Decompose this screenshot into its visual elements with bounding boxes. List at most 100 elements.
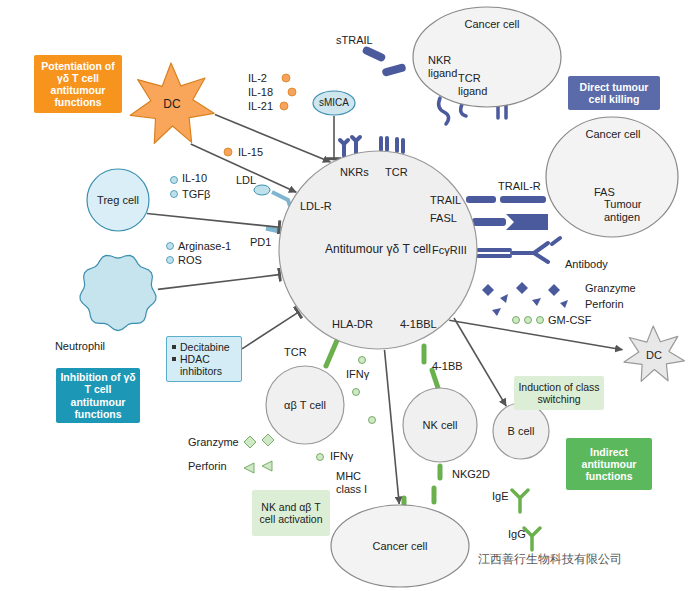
illustration-part: [353, 389, 360, 396]
molecule-label: TCR ligand: [458, 72, 508, 97]
illustration-part: [369, 417, 376, 424]
molecule-label: TRAIL-R: [498, 180, 541, 193]
illustration-part: [244, 436, 256, 448]
illustration-part: [254, 185, 270, 195]
inhibition-line: [147, 214, 281, 228]
node-text-area: DC: [622, 325, 686, 385]
dendritic-cell: DC: [622, 325, 686, 385]
illustration-part: [512, 243, 548, 262]
illustration-part: [359, 357, 366, 364]
illustration-part: [472, 218, 506, 226]
illustration-part: [272, 192, 290, 206]
illustration-part: [244, 463, 254, 473]
node-text-area: Inhibition of γδ T cell antitumour funct…: [56, 368, 140, 423]
illustration-part: [262, 461, 272, 471]
arrow-line: [449, 320, 622, 350]
node-label: DC: [646, 349, 662, 362]
heading-box: Potentiation of γδ T cell antitumour fun…: [34, 55, 122, 113]
molecule-label: sTRAIL: [336, 34, 373, 47]
illustration-part: [352, 137, 360, 153]
node-label: Cancer cell: [372, 540, 427, 553]
illustration-part: [525, 317, 532, 324]
illustration-part: [478, 250, 510, 256]
drug-box: DecitabineHDAC inhibitors: [166, 336, 242, 382]
node-label: Induction of class switching: [518, 381, 600, 405]
molecule-label: LDL: [236, 174, 256, 187]
node-text-area: sMICA: [312, 90, 356, 116]
molecule-label: IFNγ: [346, 368, 369, 381]
death-receptors: [466, 196, 548, 230]
molecule-label: TRAIL: [430, 194, 461, 207]
treg-cell: Treg cell: [86, 168, 150, 232]
molecule-label: NKRs: [340, 166, 369, 179]
molecule-label: IL-15: [238, 146, 263, 159]
illustration-part: [262, 434, 274, 446]
arrow-line: [215, 114, 331, 162]
dendritic-cell: DC: [128, 62, 216, 148]
cell-membrane: [331, 505, 469, 587]
cell-membrane: [279, 151, 477, 349]
cancer-cell: Cancer cell: [330, 504, 470, 588]
molecule-label: FcγRIII: [432, 244, 467, 257]
node-label: Antitumour γδ T cell: [325, 243, 431, 257]
illustration-part: [506, 214, 548, 230]
illustration-part: [280, 102, 288, 110]
cell-membrane: [413, 7, 561, 107]
illustration-part: [381, 138, 387, 150]
inhibition-line: [333, 116, 335, 160]
molecule-label: TCR: [284, 346, 307, 359]
node-label: Potentiation of γδ T cell antitumour fun…: [38, 60, 118, 108]
arrow-line: [385, 350, 400, 504]
alpha-beta-t-cell: αβ T cell: [265, 365, 345, 445]
molecule-label: PD1: [250, 236, 271, 249]
node-text-area: B cell: [492, 402, 550, 460]
molecule-label: IL-18: [248, 86, 273, 99]
watermark: 江西善行生物科技有限公司: [478, 553, 622, 567]
cell-membrane: [624, 326, 684, 381]
illustration-part: [224, 148, 232, 156]
cell-membrane: [266, 366, 344, 444]
molecule-label: IL-21: [248, 100, 273, 113]
node-label: Indirect antitumour functions: [570, 446, 648, 482]
molecule-label: NKG2D: [452, 468, 490, 481]
heading-box: Inhibition of γδ T cell antitumour funct…: [56, 368, 140, 423]
illustration-part: [171, 191, 178, 198]
node-label: NK and αβ T cell activation: [256, 501, 326, 525]
molecule-label: Perforin: [585, 298, 624, 311]
node-outline: [78, 252, 158, 332]
illustration-part: [361, 45, 386, 62]
molecule-label: GM-CSF: [548, 314, 591, 327]
node-text-area: [78, 252, 158, 332]
molecule-label: 4-1BB: [432, 360, 463, 373]
molecule-label: 4-1BBL: [400, 318, 437, 331]
strail-rods: [361, 45, 406, 77]
note-box: Induction of class switching: [514, 376, 604, 410]
node-label: B cell: [508, 425, 535, 438]
heading-box: Direct tumour cell killing: [568, 76, 660, 110]
illustration-part: [548, 284, 560, 296]
node-text-area: Indirect antitumour functions: [566, 438, 652, 490]
heading-box: Indirect antitumour functions: [566, 438, 652, 490]
illustration-part: [171, 177, 178, 184]
illustration-part: [500, 196, 546, 203]
illustration-part: [537, 317, 544, 324]
molecule-label: IL-10: [182, 172, 207, 185]
molecule-label: IFNγ: [330, 450, 353, 463]
molecule-label: TCR: [385, 166, 408, 179]
inhibition-line: [158, 274, 281, 289]
note-box: NK and αβ T cell activation: [252, 490, 330, 536]
illustration-part: [326, 338, 338, 366]
neutrophil: Neutrophil: [78, 252, 158, 332]
molecule-label: Granzyme: [188, 436, 239, 449]
molecule-label: Tumour antigen: [604, 198, 652, 223]
illustration-part: [466, 196, 496, 203]
arrow-line: [191, 144, 297, 192]
node-text-area: NK and αβ T cell activation: [252, 490, 330, 536]
cell-membrane: [546, 117, 678, 237]
illustration-part: [317, 454, 324, 461]
node-text-area: NK cell: [402, 387, 478, 463]
cell-membrane: [87, 169, 149, 231]
node-label: Treg cell: [97, 194, 139, 207]
cell-membrane: [313, 91, 355, 115]
molecule-label: Arginase-1: [178, 240, 231, 253]
